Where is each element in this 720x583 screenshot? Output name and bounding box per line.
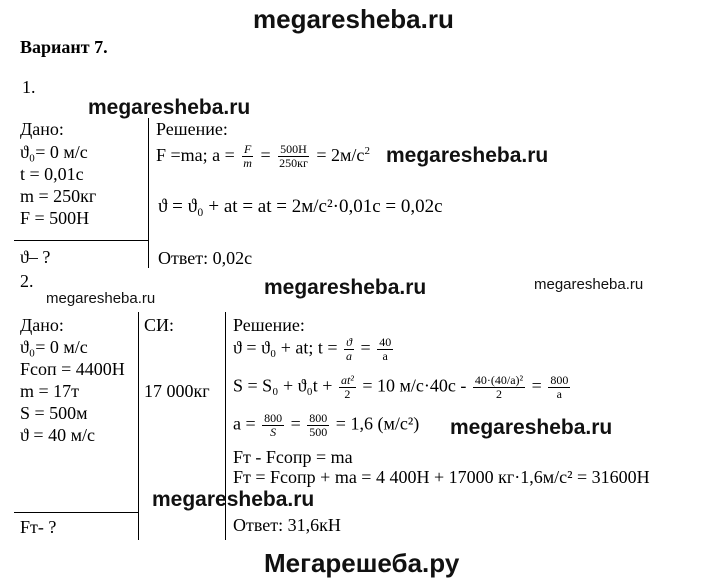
watermark-p1-left: megaresheba.ru	[88, 96, 251, 119]
watermark-p2-center: megaresheba.ru	[264, 276, 427, 299]
problem2-number: 2.	[20, 271, 34, 291]
p2-equation-5: Fт = Fсопр + ma = 4 400Н + 17000 кг·1,6м…	[233, 467, 650, 487]
p1-solution-label: Решение:	[156, 119, 228, 139]
problem1-number: 1.	[22, 77, 36, 97]
watermark-p2-small-left: megaresheba.ru	[46, 290, 156, 307]
p2-answer: Ответ: 31,6кН	[233, 515, 341, 535]
p1-given-0: ϑ₀= 0 м/с	[20, 142, 88, 162]
p2-find: Fт- ?	[20, 517, 57, 537]
p2-given-2: m = 17т	[20, 381, 80, 401]
p2-equation-4: Fт - Fсопр = ma	[233, 447, 353, 467]
p2-given-1: Fсоп = 4400Н	[20, 359, 125, 379]
p2-given-label: Дано:	[20, 315, 64, 335]
watermark-p2-small-right: megaresheba.ru	[534, 276, 644, 293]
watermark-p2-bottom: megaresheba.ru	[152, 488, 315, 511]
p2-given-4: ϑ = 40 м/с	[20, 425, 95, 445]
p1-given-3: F = 500Н	[20, 208, 90, 228]
p2-si-label: СИ:	[144, 315, 175, 335]
p2-solution-label: Решение:	[233, 315, 305, 335]
p2-divider-1	[138, 312, 139, 540]
p1-divider-horizontal	[14, 240, 148, 241]
watermark-p1-right: megaresheba.ru	[386, 144, 549, 167]
watermark-top: megaresheba.ru	[253, 4, 454, 34]
p1-find: ϑ– ?	[20, 247, 51, 267]
watermark-footer: Мегарешеба.ру	[264, 548, 460, 578]
p1-given-label: Дано:	[20, 119, 64, 139]
p2-si-value: 17 000кг	[144, 381, 210, 401]
p1-equation-2: ϑ = ϑ₀ + at = at = 2м/с²·0,01с = 0,02с	[158, 196, 443, 217]
p1-given-2: m = 250кг	[20, 186, 97, 206]
p2-divider-2	[225, 312, 226, 540]
p2-given-0: ϑ₀= 0 м/с	[20, 337, 88, 357]
p1-divider-vertical	[148, 118, 149, 268]
variant-title: Вариант 7.	[20, 37, 108, 57]
watermark-p2-mid-right: megaresheba.ru	[450, 416, 613, 439]
p2-divider-horizontal	[14, 512, 138, 513]
p1-given-1: t = 0,01с	[20, 164, 84, 184]
p1-answer: Ответ: 0,02с	[158, 248, 253, 268]
p2-given-3: S = 500м	[20, 403, 88, 423]
